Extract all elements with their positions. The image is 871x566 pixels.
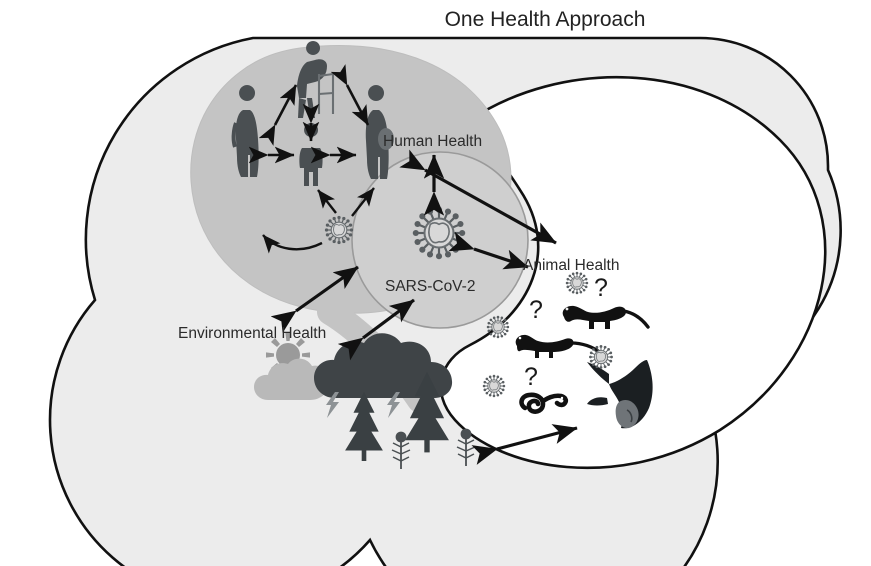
virus-particle-snake [482,374,506,398]
arrow-environment-animal [471,424,578,465]
virus-particle-pangolin [486,315,510,339]
label-human-health: Human Health [383,133,482,150]
connector-arrows [270,149,578,465]
page-title: One Health Approach [445,8,646,31]
human-transmission-arrows [248,64,370,164]
light-cloud-icon [254,358,331,400]
arrow-environment-pathogen-lower [337,298,415,361]
mink-icon [562,305,650,329]
animal-group: ? ? ? [482,271,653,429]
arrow-human-animal [399,149,557,245]
question-mark-mink: ? [594,274,608,302]
virus-to-human-arrows [262,187,375,254]
arrow-environment-pathogen-upper [270,265,359,334]
large-virus-particle [411,205,467,261]
arrow-pathogen-animal [448,231,529,270]
virus-particle-mink [565,271,589,295]
label-environmental-health: Environmental Health [178,325,326,342]
label-animal-health: Animal Health [523,257,620,274]
snake-icon [519,392,569,414]
question-mark-pangolin: ? [529,296,543,324]
pregnant-woman-icon [365,85,394,179]
label-sars-cov-2: SARS-CoV-2 [385,278,475,295]
question-mark-snake: ? [524,363,538,391]
bat-icon [587,360,653,429]
virus-particle-bat [588,344,614,370]
virus-particle-human-region [324,215,354,245]
human-figure-group [231,41,394,254]
